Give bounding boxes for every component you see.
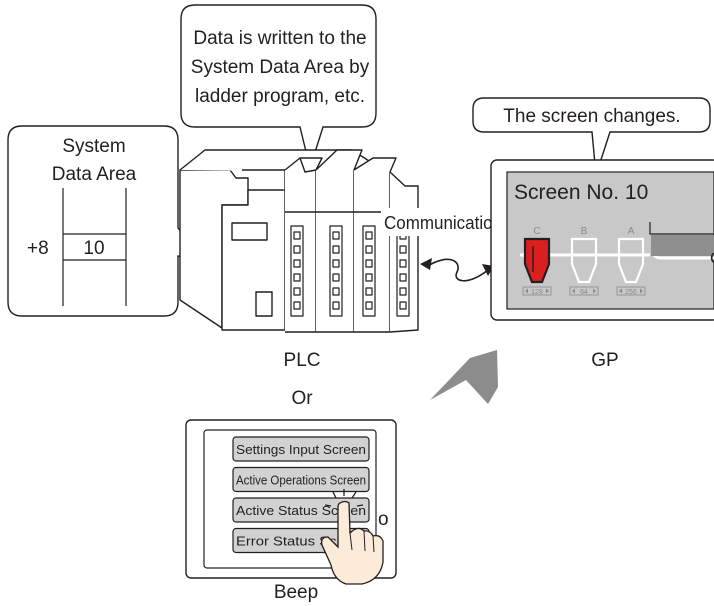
gp-tank-value-b: 64 bbox=[580, 289, 588, 296]
plc-note-line-1: Data is written to the bbox=[193, 28, 366, 49]
sda-title-line-2: Data Area bbox=[52, 164, 137, 185]
communication-link: Communication bbox=[381, 208, 505, 282]
gp-note-callout: The screen changes. bbox=[472, 97, 711, 176]
touch-button-3[interactable]: Active Status Screen bbox=[232, 497, 370, 523]
sda-title-line-1: System bbox=[62, 136, 125, 157]
gp-tank-body-a bbox=[617, 237, 645, 284]
plc-led-stack-3 bbox=[362, 225, 376, 317]
or-label: Or bbox=[291, 388, 313, 409]
beep-label: Beep bbox=[274, 582, 318, 603]
tank-decrement-icon bbox=[572, 288, 575, 294]
tank-increment-icon bbox=[640, 288, 643, 294]
gp-tank-body-b bbox=[570, 237, 598, 284]
gp-tank-letter-b: B bbox=[581, 226, 588, 237]
sda-offset: +8 bbox=[27, 238, 49, 259]
communication-cable bbox=[425, 258, 489, 282]
plc-label: PLC bbox=[284, 350, 321, 371]
touch-button-label-3: Active Status Screen bbox=[236, 503, 366, 518]
gp-tank-c: C 128 bbox=[522, 226, 552, 296]
pointing-hand-icon bbox=[320, 500, 384, 585]
touch-button-label-2: Active Operations Screen bbox=[236, 473, 366, 488]
tank-decrement-icon bbox=[525, 288, 528, 294]
gp-tank-value-c: 128 bbox=[531, 289, 543, 296]
sda-value: 10 bbox=[83, 238, 104, 259]
gp-tank-a: A 256 bbox=[616, 226, 646, 296]
plc-led-stack-2 bbox=[329, 225, 343, 317]
gp-tank-b: B 64 bbox=[569, 226, 599, 296]
gp-side-button-icon: o bbox=[710, 247, 714, 268]
cable-arrowhead-left-icon bbox=[420, 258, 432, 270]
plc-slot bbox=[255, 291, 273, 317]
touch-panel-side-button-icon: o bbox=[378, 509, 389, 530]
big-arrow-icon bbox=[430, 350, 498, 404]
gp-screen-title: Screen No. 10 bbox=[514, 181, 648, 204]
touch-button-1[interactable]: Settings Input Screen bbox=[232, 436, 370, 462]
touch-button-label-1: Settings Input Screen bbox=[236, 442, 366, 457]
gp-tank-body-c bbox=[523, 237, 551, 284]
tap-sparks-icon bbox=[324, 489, 364, 507]
plc-note-line-3: ladder program, etc. bbox=[195, 86, 365, 107]
tank-decrement-icon bbox=[619, 288, 622, 294]
gp-note-text: The screen changes. bbox=[503, 106, 680, 127]
gp-tank-letter-c: C bbox=[533, 226, 540, 237]
tank-increment-icon bbox=[593, 288, 596, 294]
system-data-area-callout: System Data Area +8 10 bbox=[7, 125, 210, 317]
gp-display: Screen No. 10 C 128 B 64 A 256 o bbox=[490, 159, 714, 321]
plc-display-window bbox=[231, 222, 268, 241]
gp-label: GP bbox=[591, 350, 618, 371]
gp-tank-value-a: 256 bbox=[625, 289, 637, 296]
gp-tank-letter-a: A bbox=[628, 226, 635, 237]
plc-note-line-2: System Data Area by bbox=[191, 57, 370, 78]
plc-led-stack-4 bbox=[396, 225, 410, 317]
touch-button-2[interactable]: Active Operations Screen bbox=[232, 466, 370, 493]
plc-rack bbox=[179, 149, 419, 333]
gp-vat bbox=[651, 235, 714, 256]
communication-label: Communication bbox=[384, 213, 502, 233]
tank-increment-icon bbox=[546, 288, 549, 294]
plc-led-stack-1 bbox=[290, 225, 304, 317]
plc-note-callout: Data is written to the System Data Area … bbox=[180, 4, 377, 171]
